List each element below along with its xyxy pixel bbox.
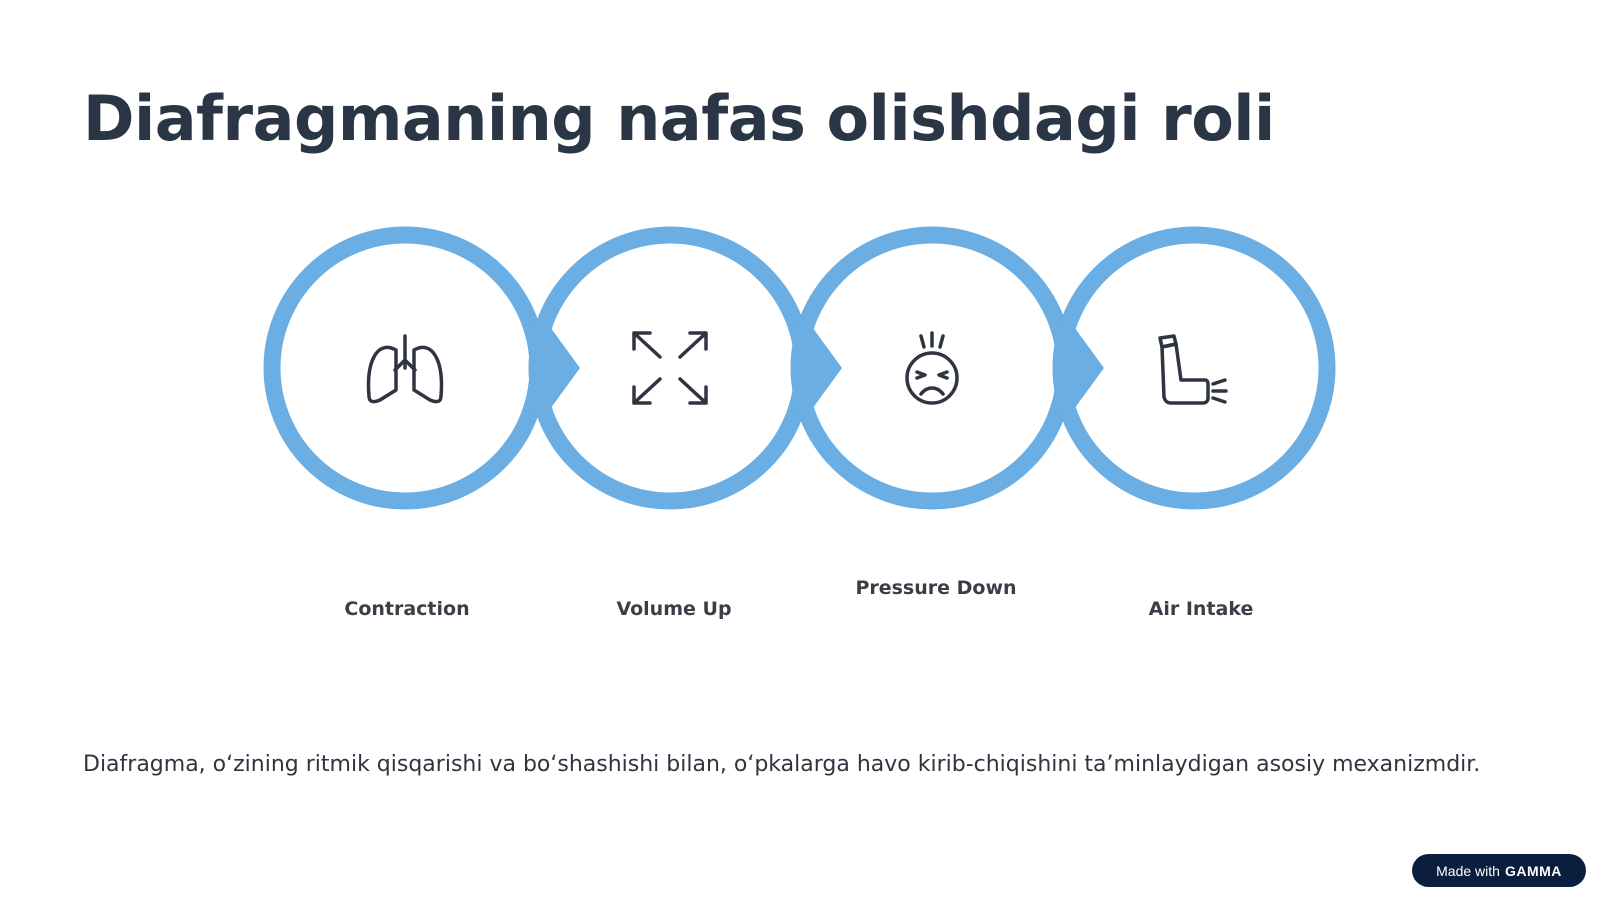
step-label-volume-up: Volume Up [616,598,732,620]
step-label-contraction: Contraction [344,598,470,620]
step-label-air-intake: Air Intake [1148,598,1254,620]
stressed-face-icon [905,331,959,405]
connector-arrow-3 [1069,320,1104,416]
connector-arrow-1 [545,320,580,416]
lungs-icon [366,334,444,404]
made-with-gamma-badge[interactable]: Made with GAMMA [1412,854,1586,887]
connector-arrow-2 [807,320,842,416]
inhaler-icon [1158,334,1228,405]
summary-text: Diafragma, o‘zining ritmik qisqarishi va… [83,752,1481,777]
badge-prefix: Made with [1436,862,1500,879]
gamma-logo: GAMMA [1504,862,1562,879]
step-ring-4 [1052,226,1336,510]
step-label-pressure-down: Pressure Down [855,577,1017,599]
expand-arrows-icon [632,331,708,405]
page-title: Diafragmaning nafas olishdagi roli [83,82,1275,155]
